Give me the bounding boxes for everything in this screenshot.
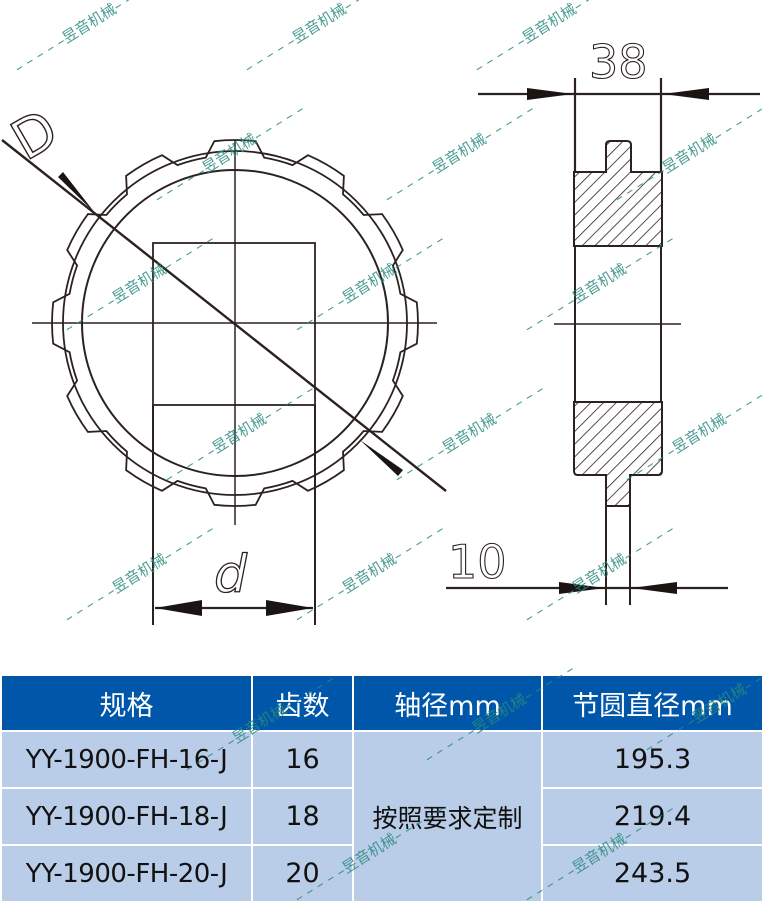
cell-model: YY-1900-FH-20-J — [0, 844, 253, 903]
hub-arrow-left — [559, 582, 605, 594]
sprocket-technical-drawing: D d 38 10 — [0, 34, 760, 625]
bore-rect-upper — [152, 242, 316, 406]
table-header-row: 规格 齿数 轴径mm 节圆直径mm — [0, 674, 762, 732]
bore-label: d — [214, 545, 248, 605]
cell-pitch: 219.4 — [541, 787, 762, 846]
cell-pitch: 195.3 — [541, 730, 762, 789]
front-view — [1, 139, 447, 625]
width-arrow-left — [527, 88, 573, 100]
width-dimension-label: 38 — [589, 35, 648, 89]
hub-dimension-label: 10 — [448, 535, 507, 589]
cell-model: YY-1900-FH-18-J — [0, 787, 253, 846]
col-header-shaft: 轴径mm — [352, 674, 543, 732]
spec-table: 规格 齿数 轴径mm 节圆直径mm YY-1900-FH-16-J 16 按照要… — [0, 674, 762, 903]
col-header-model: 规格 — [0, 674, 253, 732]
col-header-teeth: 齿数 — [251, 674, 354, 732]
upper-hatched-section — [573, 140, 663, 247]
cell-teeth: 20 — [251, 844, 354, 903]
pitch-circle — [62, 150, 408, 496]
bore-arrow-right — [266, 600, 313, 616]
hub-arrow-right — [631, 582, 677, 594]
table-row: YY-1900-FH-16-J 16 按照要求定制 195.3 — [0, 730, 762, 903]
cell-teeth: 18 — [251, 787, 354, 846]
inner-circle — [81, 169, 389, 477]
diameter-dimension-line — [1, 139, 447, 492]
side-view — [446, 78, 760, 605]
cell-pitch: 243.5 — [541, 844, 762, 903]
lower-hatched-section — [573, 401, 663, 507]
cell-teeth: 16 — [251, 730, 354, 789]
table-row: YY-1900-FH-18-J 18 219.4 — [0, 787, 762, 846]
table-row: YY-1900-FH-20-J 20 243.5 — [0, 844, 762, 903]
diameter-arrow-lower — [360, 440, 403, 476]
cell-shaft-note: 按照要求定制 — [352, 730, 543, 903]
col-header-pitch: 节圆直径mm — [541, 674, 762, 732]
bore-arrow-left — [155, 600, 202, 616]
cell-model: YY-1900-FH-16-J — [0, 730, 253, 789]
width-arrow-right — [663, 88, 709, 100]
diameter-label: D — [1, 97, 69, 172]
diameter-arrow-upper — [58, 172, 95, 213]
tooth-ring — [51, 139, 419, 507]
